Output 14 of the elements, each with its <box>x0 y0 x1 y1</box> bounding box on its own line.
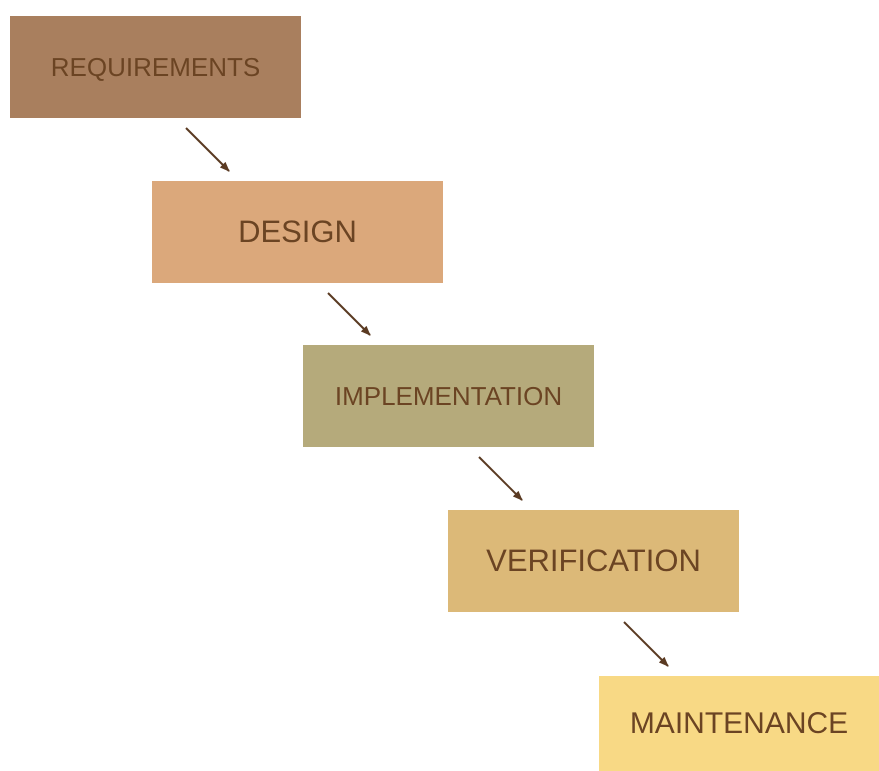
box-label: MAINTENANCE <box>630 706 848 742</box>
arrow <box>185 127 230 172</box>
process-box <box>303 345 594 447</box>
process-box <box>448 510 739 612</box>
process-box <box>10 16 301 118</box>
process-box <box>152 181 443 283</box>
box-label: DESIGN <box>238 212 357 251</box>
process-box <box>599 676 879 771</box>
arrow <box>327 292 371 336</box>
box-label: IMPLEMENTATION <box>334 380 562 412</box>
box-label: REQUIREMENTS <box>50 50 260 84</box>
arrow <box>623 621 669 667</box>
arrow <box>478 456 523 501</box>
box-label: VERIFICATION <box>486 542 701 580</box>
